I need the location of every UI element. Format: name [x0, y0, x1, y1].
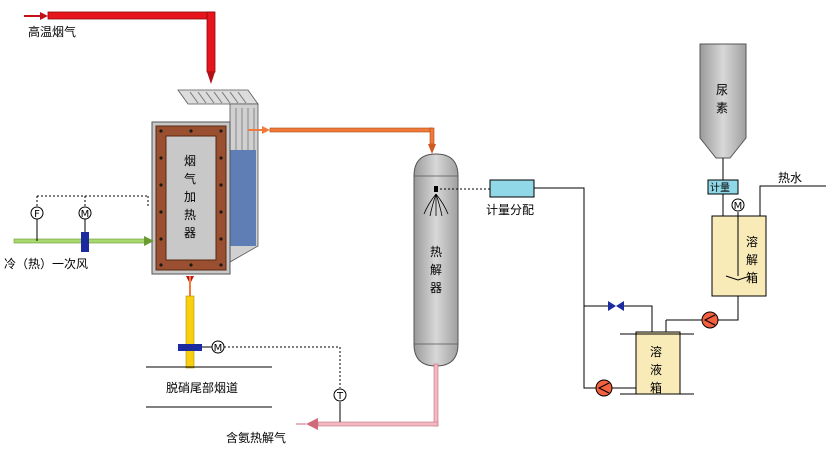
solution-tank-char-3: 箱	[650, 380, 662, 395]
flow-instrument-label: F	[34, 209, 40, 220]
urea-hopper	[699, 43, 747, 180]
dissolving-tank-char-1: 溶	[746, 234, 758, 249]
hot-water-line	[759, 185, 826, 216]
solution-tank-char-2: 液	[650, 362, 662, 377]
motor-instrument-tank-label: M	[734, 201, 743, 212]
flue-gas-heater	[151, 89, 259, 275]
label-denox-flue: 脱硝尾部烟道	[166, 380, 238, 395]
agitator-blade-icon	[725, 275, 751, 281]
urea-char-1: 尿	[716, 83, 728, 97]
ammonia-gas-line	[296, 363, 439, 430]
dissolving-tank-char-3: 箱	[746, 270, 758, 285]
dissolving-tank-char-2: 解	[746, 253, 758, 267]
valve-icon	[608, 301, 616, 311]
decomposer-char-2: 解	[430, 263, 442, 277]
motor-instrument-air: M	[78, 206, 92, 220]
primary-air-line	[13, 195, 154, 252]
label-metering: 计量	[710, 181, 730, 194]
arrow-right-icon	[262, 126, 270, 134]
thermal-decomposer	[413, 153, 490, 367]
arrow-left-icon	[306, 418, 318, 430]
label-hot-water: 热水	[778, 171, 802, 185]
urea-meter	[707, 179, 739, 216]
label-high-temp-flue-gas: 高温烟气	[28, 24, 76, 39]
spray-nozzle-icon	[423, 193, 449, 217]
metering-distribution-module	[489, 179, 596, 389]
heater-char-3: 加	[184, 190, 196, 204]
label-metering-distribution: 计量分配	[486, 203, 534, 217]
transfer-pump	[665, 296, 739, 332]
hot-air-pipe	[248, 126, 436, 154]
flue-gas-inlet	[24, 11, 216, 84]
dissolving-tank	[711, 212, 767, 297]
decomposer-char-3: 器	[430, 281, 442, 295]
urea-char-2: 素	[716, 101, 728, 115]
heater-char-5: 器	[184, 226, 196, 240]
solution-tank	[620, 331, 694, 395]
label-primary-air: 冷（热）一次风	[4, 257, 88, 271]
heater-char-1: 烟	[184, 154, 196, 168]
outlet-damper	[178, 344, 202, 351]
flow-instrument: F	[30, 206, 44, 220]
return-valve-line	[584, 301, 653, 332]
motor-instrument-outlet-label: M	[214, 343, 223, 354]
heater-outlet-duct	[178, 276, 341, 388]
arrow-down-icon	[428, 144, 436, 154]
label-ammonia-gas: 含氨热解气	[226, 430, 286, 445]
temperature-instrument: T	[333, 388, 347, 402]
denox-flue-duct	[146, 366, 272, 408]
motor-instrument-air-label: M	[81, 209, 90, 220]
feed-pump	[595, 379, 636, 397]
arrow-right-icon	[144, 236, 154, 246]
arrow-down-icon	[207, 72, 215, 84]
heater-char-4: 热	[184, 208, 196, 222]
motor-instrument-tank: M	[731, 198, 745, 212]
temperature-instrument-label: T	[336, 391, 344, 402]
arrow-right-icon	[40, 12, 48, 20]
solution-tank-char-1: 溶	[650, 344, 662, 359]
decomposer-char-1: 热	[430, 245, 442, 259]
air-damper	[81, 232, 89, 252]
heater-char-2: 气	[184, 171, 196, 186]
motor-instrument-outlet: M	[211, 340, 225, 354]
